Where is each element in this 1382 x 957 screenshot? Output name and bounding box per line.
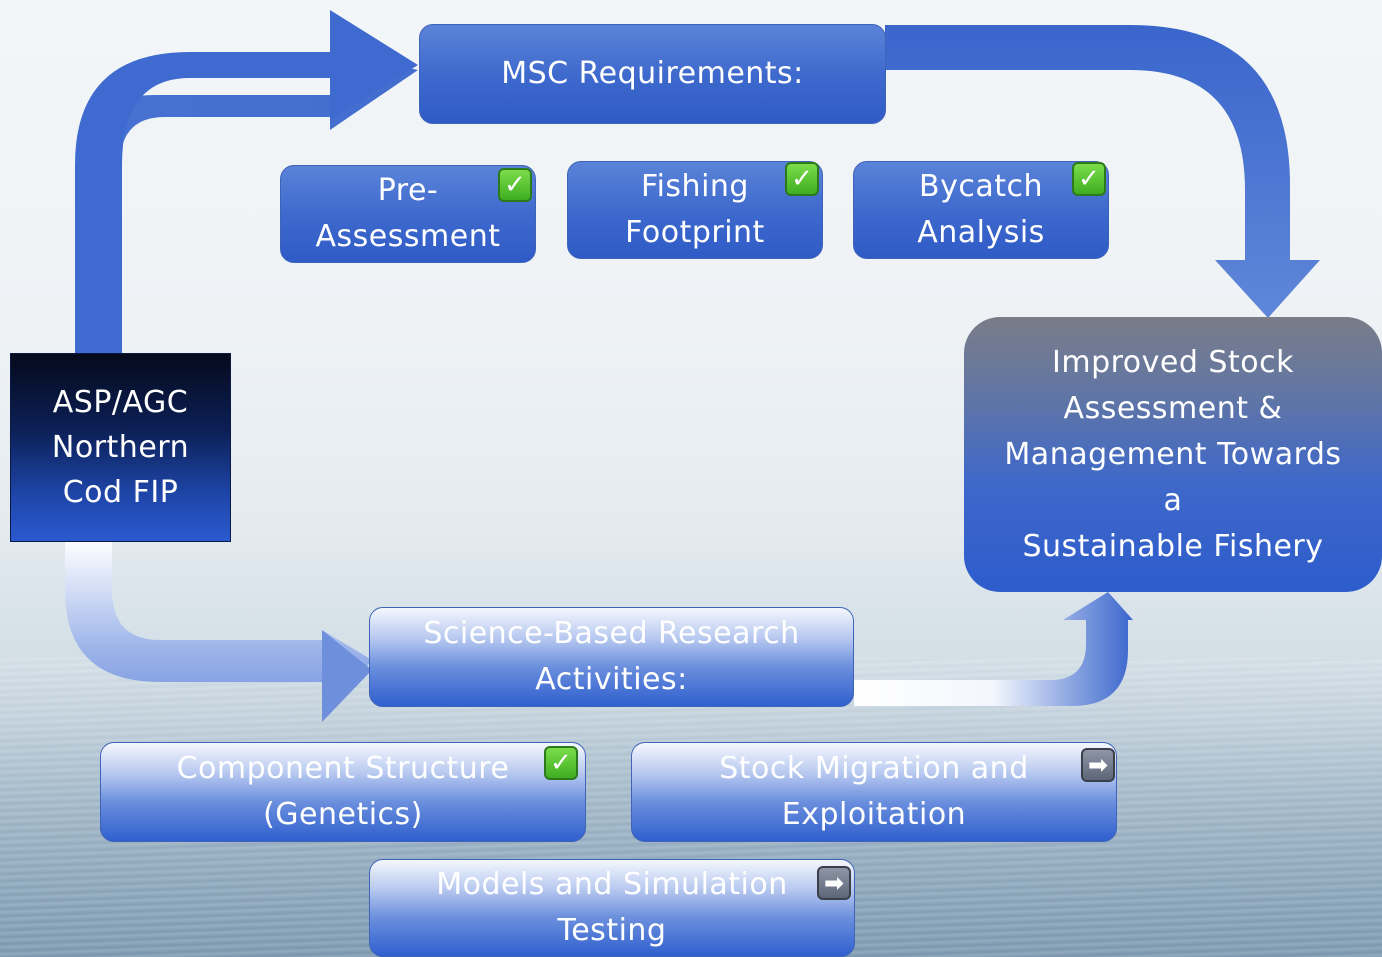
- stock-migration-label: Stock Migration and Exploitation: [719, 751, 1029, 832]
- bycatch-analysis-box: Bycatch Analysis: [853, 161, 1109, 259]
- models-simulation-label: Models and Simulation Testing: [436, 867, 788, 948]
- pre-assessment-box: Pre- Assessment: [280, 165, 536, 263]
- arrow-start-to-science: [65, 540, 372, 722]
- fishing-footprint-box: Fishing Footprint: [567, 161, 823, 259]
- science-research-title: Science-Based Research Activities:: [423, 616, 800, 697]
- fishing-footprint-label: Fishing Footprint: [625, 169, 765, 250]
- forward-arrow-icon: ➡: [1081, 748, 1115, 782]
- check-mark-icon: ✓: [785, 162, 819, 196]
- models-simulation-box: Models and Simulation Testing: [369, 859, 855, 957]
- component-structure-box: Component Structure (Genetics): [100, 742, 586, 842]
- arrow-start-to-msc-head: [330, 10, 418, 120]
- check-mark-icon: ✓: [498, 168, 532, 202]
- science-research-box: Science-Based Research Activities:: [369, 607, 854, 707]
- bycatch-analysis-label: Bycatch Analysis: [917, 169, 1045, 250]
- start-node-asp-agc-fip: ASP/AGC Northern Cod FIP: [10, 353, 231, 542]
- start-node-label: ASP/AGC Northern Cod FIP: [51, 385, 190, 510]
- component-structure-label: Component Structure (Genetics): [176, 751, 510, 832]
- goal-node-label: Improved Stock Assessment & Management T…: [1004, 344, 1342, 564]
- forward-arrow-icon: ➡: [817, 866, 851, 900]
- goal-node-sustainable-fishery: Improved Stock Assessment & Management T…: [964, 317, 1382, 592]
- check-mark-icon: ✓: [1072, 162, 1106, 196]
- pre-assessment-label: Pre- Assessment: [315, 173, 501, 254]
- msc-requirements-title: MSC Requirements:: [501, 56, 804, 91]
- msc-requirements-box: MSC Requirements:: [419, 24, 886, 124]
- check-mark-icon: ✓: [544, 746, 578, 780]
- stock-migration-box: Stock Migration and Exploitation: [631, 742, 1117, 842]
- arrow-science-to-goal: [854, 592, 1133, 706]
- arrow-msc-to-goal: [885, 25, 1320, 318]
